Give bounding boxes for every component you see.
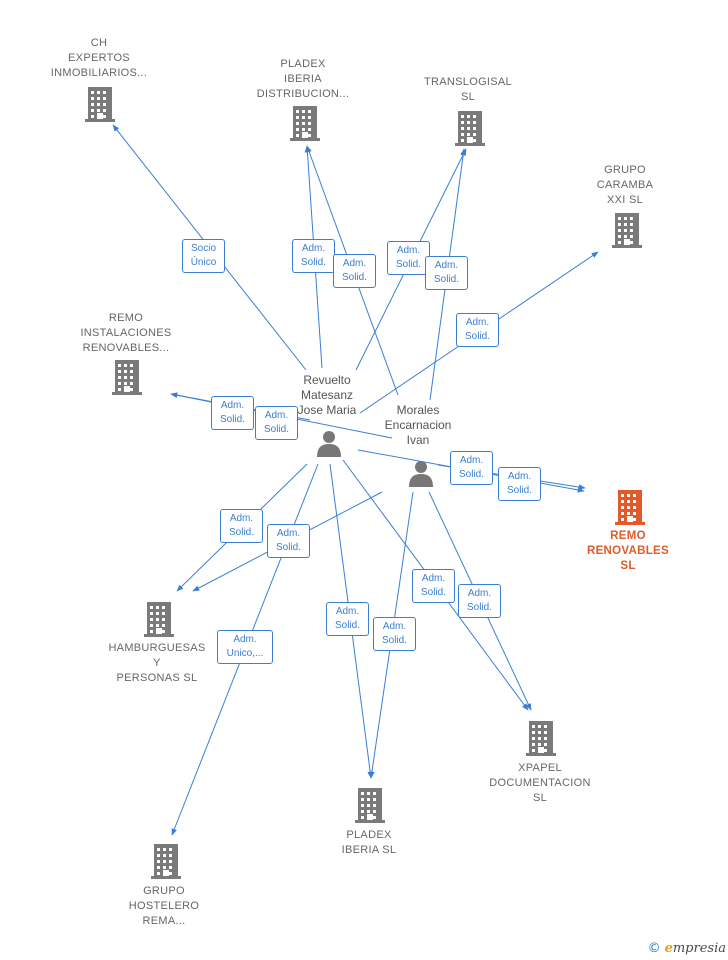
building-icon-translogisal[interactable] xyxy=(455,110,485,151)
edge-label-revuelto-remo-inst[interactable]: Adm. Solid. xyxy=(211,396,254,430)
brand-initial: e xyxy=(664,941,673,956)
edge-label-revuelto-ch[interactable]: Socio Único xyxy=(182,239,225,273)
edge-label-morales-remo-renov[interactable]: Adm. Solid. xyxy=(498,467,541,501)
company-label-remo-renov[interactable]: REMO RENOVABLES SL xyxy=(586,530,670,572)
edge-label-revuelto-hamburguesas[interactable]: Adm. Solid. xyxy=(220,509,263,543)
building-icon-xpapel[interactable] xyxy=(526,720,556,761)
edge-label-morales-xpapel[interactable]: Adm. Solid. xyxy=(458,584,501,618)
building-icon-hamburguesas[interactable] xyxy=(144,601,174,642)
person-icon-morales[interactable] xyxy=(407,459,435,492)
person-label-morales[interactable]: Morales Encarnacion Ivan xyxy=(384,403,452,447)
building-icon-ch[interactable] xyxy=(85,86,115,127)
edge-label-revuelto-translogisal[interactable]: Adm. Solid. xyxy=(387,241,430,275)
edge-label-morales-pladex-dist[interactable]: Adm. Solid. xyxy=(333,254,376,288)
empresia-footer[interactable]: ©empresia xyxy=(648,941,726,956)
company-label-pladex[interactable]: PLADEX IBERIA SL xyxy=(341,829,397,856)
edge-label-revuelto-xpapel[interactable]: Adm. Solid. xyxy=(412,569,455,603)
edge-label-revuelto-pladex[interactable]: Adm. Solid. xyxy=(326,602,369,636)
company-label-pladex-dist[interactable]: PLADEX IBERIA DISTRIBUCION... xyxy=(256,58,350,100)
building-icon-pladex[interactable] xyxy=(355,787,385,828)
edge-label-revuelto-hostelero[interactable]: Adm. Unico,... xyxy=(217,630,273,664)
building-icon-remo-inst[interactable] xyxy=(112,359,142,400)
company-label-hostelero[interactable]: GRUPO HOSTELERO REMA... xyxy=(128,885,200,927)
building-icon-hostelero[interactable] xyxy=(151,843,181,884)
company-label-hamburguesas[interactable]: HAMBURGUESAS Y PERSONAS SL xyxy=(108,642,206,684)
edge-label-morales-remo-inst[interactable]: Adm. Solid. xyxy=(255,406,298,440)
company-label-ch[interactable]: CH EXPERTOS INMOBILIARIOS... xyxy=(50,37,148,79)
edge-label-revuelto-pladex-dist[interactable]: Adm. Solid. xyxy=(292,239,335,273)
edge-label-morales-translogisal[interactable]: Adm. Solid. xyxy=(425,256,468,290)
company-label-caramba[interactable]: GRUPO CARAMBA XXI SL xyxy=(596,164,654,206)
edge-label-morales-hamburguesas[interactable]: Adm. Solid. xyxy=(267,524,310,558)
building-icon-pladex-dist[interactable] xyxy=(290,105,320,146)
building-icon-caramba[interactable] xyxy=(612,212,642,253)
building-icon-remo-renov[interactable] xyxy=(615,489,645,530)
company-label-remo-inst[interactable]: REMO INSTALACIONES RENOVABLES... xyxy=(80,312,172,354)
person-icon-revuelto[interactable] xyxy=(315,429,343,462)
edge-label-revuelto-caramba[interactable]: Adm. Solid. xyxy=(456,313,499,347)
company-label-translogisal[interactable]: TRANSLOGISAL SL xyxy=(424,76,512,103)
edge-label-morales-pladex[interactable]: Adm. Solid. xyxy=(373,617,416,651)
company-label-xpapel[interactable]: XPAPEL DOCUMENTACION SL xyxy=(489,762,591,804)
person-label-revuelto[interactable]: Revuelto Matesanz Jose Maria xyxy=(297,373,357,417)
copyright-icon: © xyxy=(647,941,661,956)
brand-name: mpresia xyxy=(672,941,726,956)
edge-label-revuelto-remo-renov[interactable]: Adm. Solid. xyxy=(450,451,493,485)
